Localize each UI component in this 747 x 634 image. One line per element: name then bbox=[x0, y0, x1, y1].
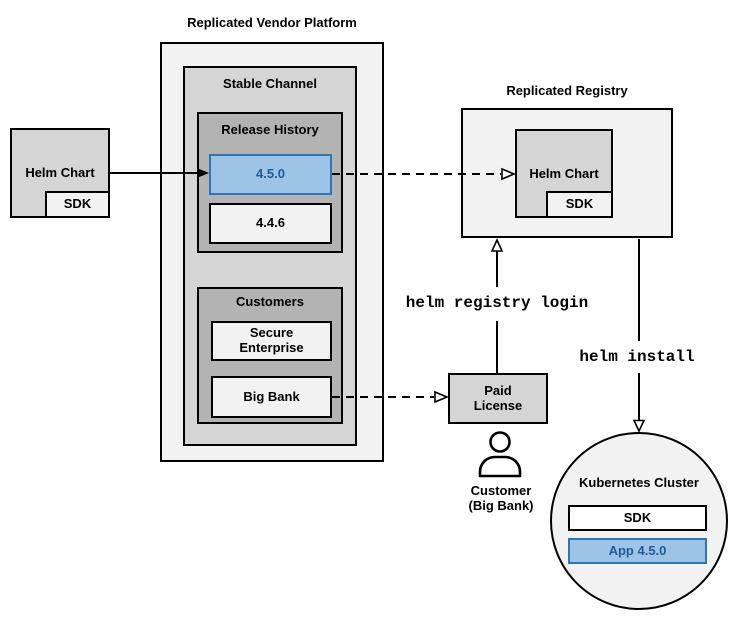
paid-license-label: Paid License bbox=[473, 382, 523, 413]
platform-title: Replicated Vendor Platform bbox=[187, 15, 357, 30]
person-icon bbox=[478, 431, 522, 478]
command-helm-install: helm install bbox=[579, 348, 695, 366]
customer-item-big-bank: Big Bank bbox=[211, 376, 332, 418]
registry-sdk-box: SDK bbox=[546, 191, 613, 218]
source-helm-chart-label: Helm Chart bbox=[25, 165, 95, 180]
customer-item-label: Secure Enterprise bbox=[239, 325, 304, 355]
cluster-app-box: App 4.5.0 bbox=[568, 538, 707, 564]
customers-title: Customers bbox=[236, 294, 304, 309]
cluster-sdk-box: SDK bbox=[568, 505, 707, 531]
stable-channel-title: Stable Channel bbox=[223, 76, 317, 91]
actor-org-label: (Big Bank) bbox=[468, 498, 534, 513]
registry-helm-chart-label: Helm Chart bbox=[529, 166, 599, 181]
command-registry-login: helm registry login bbox=[405, 294, 589, 312]
registry-title: Replicated Registry bbox=[506, 83, 628, 98]
release-item-446: 4.4.6 bbox=[209, 203, 332, 244]
actor-name-label: Customer bbox=[470, 483, 532, 498]
source-sdk-box: SDK bbox=[45, 191, 110, 218]
customer-item-secure-enterprise: Secure Enterprise bbox=[211, 321, 332, 361]
kubernetes-cluster-title: Kubernetes Cluster bbox=[579, 475, 699, 490]
arrow-helm-install bbox=[632, 239, 646, 433]
release-history-title: Release History bbox=[221, 122, 319, 137]
paid-license-box: Paid License bbox=[448, 373, 548, 424]
release-item-450: 4.5.0 bbox=[209, 154, 332, 195]
